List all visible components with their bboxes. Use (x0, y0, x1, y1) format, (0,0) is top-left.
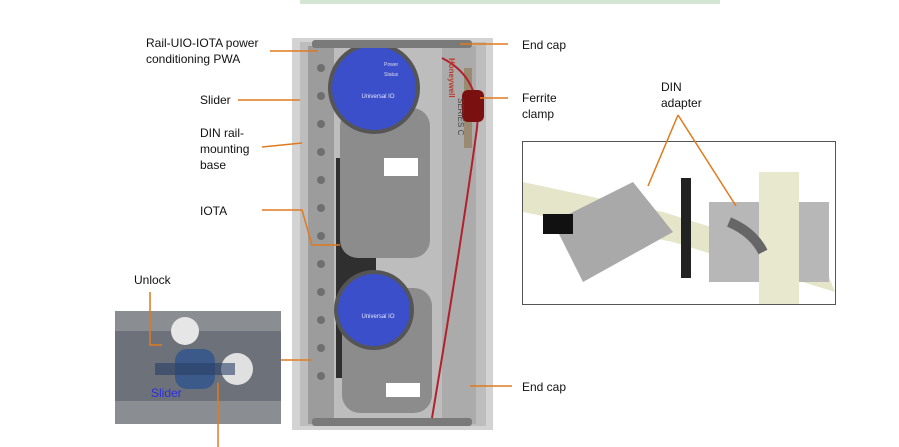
series-label: SERIES C (456, 98, 465, 136)
label-ferrite-clamp: Ferrite clamp (522, 91, 557, 121)
leader-iota (262, 209, 340, 246)
led-status-label: Status (384, 72, 399, 78)
led-power-label: Power (384, 62, 399, 68)
device-photo: Honeywell SERIES C Universal IO Universa… (292, 38, 493, 430)
leader-din-base (261, 142, 303, 148)
label-slider: Slider (200, 93, 231, 107)
inset-slider-label: Slider (151, 386, 182, 400)
label-unlock: Unlock (134, 273, 171, 287)
label-endcap-top: End cap (522, 38, 567, 52)
leader-din-adapter-1 (647, 114, 679, 187)
din-adapter-photo (522, 141, 836, 305)
slider-inset-photo: Slider (115, 311, 281, 424)
label-iota: IOTA (200, 204, 228, 218)
label-din-adapter: DIN adapter (661, 80, 702, 110)
leader-unlock (149, 292, 162, 346)
top-accent-strip (300, 0, 720, 4)
module-bottom-label: Universal IO (361, 314, 395, 320)
label-endcap-bottom: End cap (522, 380, 567, 394)
label-din-base: DIN rail- mounting base (200, 126, 250, 172)
module-top-label: Universal IO (361, 94, 395, 100)
label-power-pwa: Rail-UIO-IOTA power conditioning PWA (146, 36, 259, 66)
brand-label: Honeywell (447, 58, 456, 98)
leader-din-adapter-2 (677, 114, 737, 207)
